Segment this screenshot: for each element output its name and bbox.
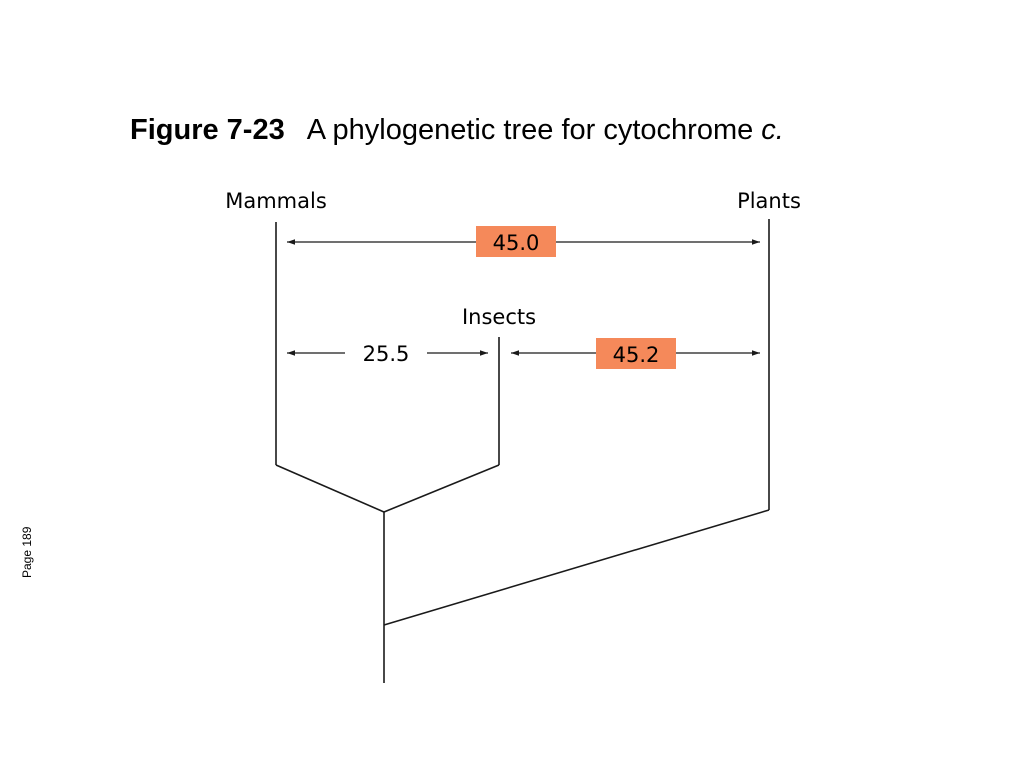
distance-value-mammals-plants: 45.0: [493, 231, 540, 255]
taxon-label-plants: Plants: [737, 189, 801, 213]
figure-title: Figure 7-23 A phylogenetic tree for cytoc…: [130, 114, 784, 147]
branch-mammals-insects-join: [275, 464, 500, 513]
taxon-label-mammals: Mammals: [225, 189, 327, 213]
distance-box-mammals-plants: [476, 226, 556, 257]
taxon-label-insects: Insects: [462, 305, 536, 329]
distance-value-insects-plants: 45.2: [613, 343, 660, 367]
figure-caption: A phylogenetic tree for cytochrome: [306, 114, 754, 146]
figure-caption-italic: c.: [761, 114, 784, 146]
distance-box-insects-plants: [596, 338, 676, 369]
figure-label: Figure 7-23: [130, 114, 285, 146]
distance-value-mammals-insects: 25.5: [363, 342, 410, 366]
branch-plants-join: [383, 509, 770, 626]
